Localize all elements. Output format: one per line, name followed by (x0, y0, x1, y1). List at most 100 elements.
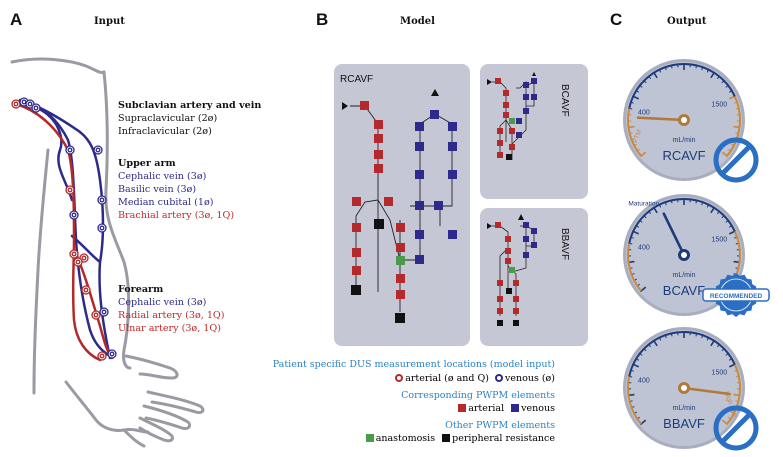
rcavf-box (334, 64, 470, 346)
gauge-zone (726, 363, 741, 425)
upper-arm-line: Basilic vein (3ø) (118, 184, 197, 195)
bcavf-venous-elements (516, 78, 537, 138)
legend-venous-marker-label: venous (ø) (505, 373, 555, 384)
forearm-line: Cephalic vein (3ø) (118, 297, 207, 308)
gauge-zone (628, 63, 736, 109)
gauge-needle (662, 212, 686, 257)
legend-other-title: Other PWPM elements (445, 420, 555, 431)
gauge-zone (627, 108, 642, 157)
legend-venous-label: venous (521, 403, 555, 414)
bbavf-peripheral (513, 320, 519, 326)
veins (18, 98, 112, 360)
badge-label: RECOMMENDED (710, 293, 763, 300)
panel-a-letter: A (10, 10, 23, 29)
gauge-name: BCAVF (663, 283, 705, 298)
bbavf-peripheral (497, 320, 503, 326)
bbavf-outlet-arrow (518, 214, 524, 220)
bbavf-box (480, 208, 588, 346)
legend-dus-title: Patient specific DUS measurement locatio… (272, 359, 555, 370)
panel-c-letter: C (610, 10, 623, 29)
forearm-heading: Forearm (118, 284, 164, 295)
bbavf-inlet-arrow (487, 223, 492, 229)
bbavf-anastomosis (509, 267, 515, 273)
rcavf-label: RCAVF (340, 74, 373, 85)
gauge-zone (726, 95, 741, 157)
arm-illustration (10, 57, 205, 448)
arterial-marker-icon (395, 374, 404, 382)
gauge-needle (636, 116, 686, 122)
gauge-hub-center (681, 385, 687, 391)
legend-pwpm-title: Corresponding PWPM elements (401, 390, 555, 401)
legend-arterial-marker-label: arterial (ø and Q) (405, 373, 489, 384)
arteries (14, 102, 114, 362)
panel-b-letter: B (316, 10, 329, 29)
gauge-tick (639, 419, 647, 426)
bbavf-arterial-elements (495, 222, 519, 314)
bcavf-anastomosis (509, 118, 515, 124)
venous-element-icon (511, 404, 520, 412)
subclavian-heading: Subclavian artery and vein (118, 100, 262, 111)
gauge-zone-tag: FTM (632, 129, 643, 144)
not-recommended-slash (720, 412, 752, 444)
output-gauges: 4001500mL/minRCAVFFTM4001500mL/minBCAVFM… (623, 59, 770, 451)
model-diagram: RCAVF BCAVF BBAVF (334, 64, 588, 346)
gauge-unit: mL/min (673, 405, 696, 412)
rcavf-peripheral (395, 313, 405, 323)
gauge-tick-label: 400 (638, 244, 650, 251)
subclavian-line: Infraclavicular (2ø) (118, 126, 212, 137)
gauge-needle (682, 386, 731, 396)
gauge-name: BBAVF (663, 416, 705, 431)
legend-arterial-label: arterial (468, 403, 505, 414)
anastomosis-icon (365, 434, 374, 442)
upper-arm-line: Median cubital (1ø) (118, 197, 214, 208)
gauge-zone (627, 376, 642, 425)
badge-ribbon (702, 288, 770, 302)
rcavf-arterial-elements (352, 101, 405, 299)
rcavf-peripheral (351, 285, 361, 295)
bcavf-inlet-arrow (487, 79, 492, 85)
gauge-tick-label: 400 (638, 377, 650, 384)
bcavf-outlet-arrow (532, 72, 536, 76)
gauge-tick-label: 1500 (712, 370, 728, 377)
panel-a-title: Input (94, 16, 125, 27)
venous-markers (19, 97, 117, 359)
forearm-line: Ulnar artery (3ø, 1Q) (118, 323, 222, 334)
gauge-zone (628, 331, 736, 377)
gauge-hub-center (681, 252, 687, 258)
bbavf-peripheral (506, 288, 512, 294)
gauge-zone (627, 243, 642, 292)
not-recommended-slash (720, 144, 752, 176)
bcavf-peripheral (506, 154, 512, 160)
rcavf-venous-elements (415, 110, 457, 264)
input-upper-arm-block: Upper arm Cephalic vein (3ø) Basilic vei… (118, 157, 234, 222)
gauge-tick (639, 286, 647, 293)
panel-b-title: Model (400, 16, 435, 27)
gauge-tick (728, 363, 736, 368)
gauge-tick-label: 1500 (712, 102, 728, 109)
bcavf-label: BCAVF (559, 84, 570, 117)
input-forearm-block: Forearm Cephalic vein (3ø) Radial artery… (118, 283, 225, 335)
rcavf-anastomosis (396, 256, 405, 265)
gauge-tick (728, 95, 736, 100)
gauge-unit: mL/min (673, 137, 696, 144)
legend-pwpm-row: arterial venous (458, 403, 555, 414)
input-subclavian-block: Subclavian artery and vein Supraclavicul… (118, 99, 261, 138)
upper-arm-heading: Upper arm (118, 158, 176, 169)
arm-outline (10, 57, 205, 448)
gauge-hub-center (681, 117, 687, 123)
arterial-markers (11, 99, 107, 361)
gauge-zone (628, 198, 736, 244)
bbavf-connections (492, 225, 535, 316)
upper-arm-line: Brachial artery (3ø, 1Q) (118, 210, 235, 221)
gauge-tick-label: 400 (638, 109, 650, 116)
gauge-zone-tag: Maturation (628, 200, 659, 207)
legend-anastomosis-label: anastomosis (375, 433, 436, 444)
panel-c-title: Output (667, 16, 707, 27)
not-recommended-icon (713, 405, 759, 451)
gauge-tick (721, 151, 729, 158)
legend-other-row: anastomosis peripheral resistance (365, 433, 555, 444)
forearm-line: Radial artery (3ø, 1Q) (118, 310, 225, 321)
